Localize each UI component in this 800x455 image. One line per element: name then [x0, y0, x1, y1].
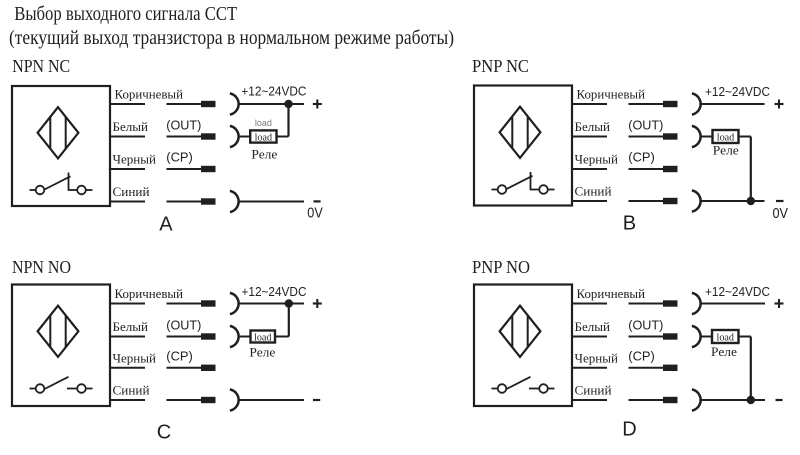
svg-text:D: D	[622, 419, 636, 441]
svg-text:(OUT): (OUT)	[628, 318, 663, 333]
svg-text:Коричневый: Коричневый	[115, 87, 184, 102]
svg-text:0V: 0V	[773, 205, 789, 222]
svg-text:Реле: Реле	[249, 345, 275, 360]
svg-text:0V: 0V	[307, 205, 323, 222]
svg-text:Реле: Реле	[713, 143, 739, 158]
svg-text:load: load	[717, 331, 735, 343]
svg-text:Черный: Черный	[575, 152, 619, 167]
svg-text:Синий: Синий	[575, 184, 612, 199]
svg-text:Выбор выходного сигнала ССТ: Выбор выходного сигнала ССТ	[14, 3, 237, 25]
svg-text:Белый: Белый	[575, 319, 611, 334]
svg-text:+12~24VDC: +12~24VDC	[242, 284, 307, 299]
svg-text:Белый: Белый	[113, 119, 149, 134]
svg-text:Коричневый: Коричневый	[577, 286, 646, 301]
svg-text:Реле: Реле	[251, 147, 277, 162]
svg-text:load: load	[255, 118, 272, 128]
svg-text:(CP): (CP)	[628, 150, 655, 165]
svg-text:+12~24VDC: +12~24VDC	[705, 84, 770, 99]
svg-text:Черный: Черный	[575, 350, 619, 365]
svg-text:NPN NO: NPN NO	[12, 257, 71, 277]
svg-text:A: A	[159, 214, 173, 236]
svg-text:(текущий выход транзистора в н: (текущий выход транзистора в нормальном …	[9, 27, 454, 49]
svg-text:load: load	[717, 131, 735, 143]
svg-text:Синий: Синий	[575, 383, 612, 398]
svg-text:(CP): (CP)	[628, 348, 655, 363]
svg-text:(OUT): (OUT)	[166, 318, 201, 333]
svg-text:+12~24VDC: +12~24VDC	[241, 84, 306, 99]
svg-text:(OUT): (OUT)	[166, 118, 201, 133]
svg-text:load: load	[254, 331, 272, 343]
svg-text:(CP): (CP)	[166, 150, 193, 165]
svg-text:Синий: Синий	[113, 184, 150, 199]
svg-text:NPN NC: NPN NC	[12, 56, 70, 76]
svg-text:Синий: Синий	[113, 383, 150, 398]
svg-text:Черный: Черный	[113, 350, 157, 365]
svg-text:PNP NC: PNP NC	[472, 56, 529, 76]
svg-text:Коричневый: Коричневый	[115, 286, 184, 301]
svg-text:(CP): (CP)	[166, 348, 193, 363]
svg-text:Коричневый: Коричневый	[577, 87, 646, 102]
svg-text:+12~24VDC: +12~24VDC	[705, 284, 770, 299]
svg-text:C: C	[157, 422, 171, 444]
svg-text:Реле: Реле	[711, 344, 737, 359]
svg-text:Белый: Белый	[575, 119, 611, 134]
svg-text:B: B	[623, 213, 636, 235]
svg-text:load: load	[255, 131, 273, 143]
svg-text:PNP NO: PNP NO	[472, 257, 530, 277]
svg-text:Черный: Черный	[113, 152, 157, 167]
svg-text:Белый: Белый	[113, 319, 149, 334]
svg-text:(OUT): (OUT)	[628, 118, 663, 133]
